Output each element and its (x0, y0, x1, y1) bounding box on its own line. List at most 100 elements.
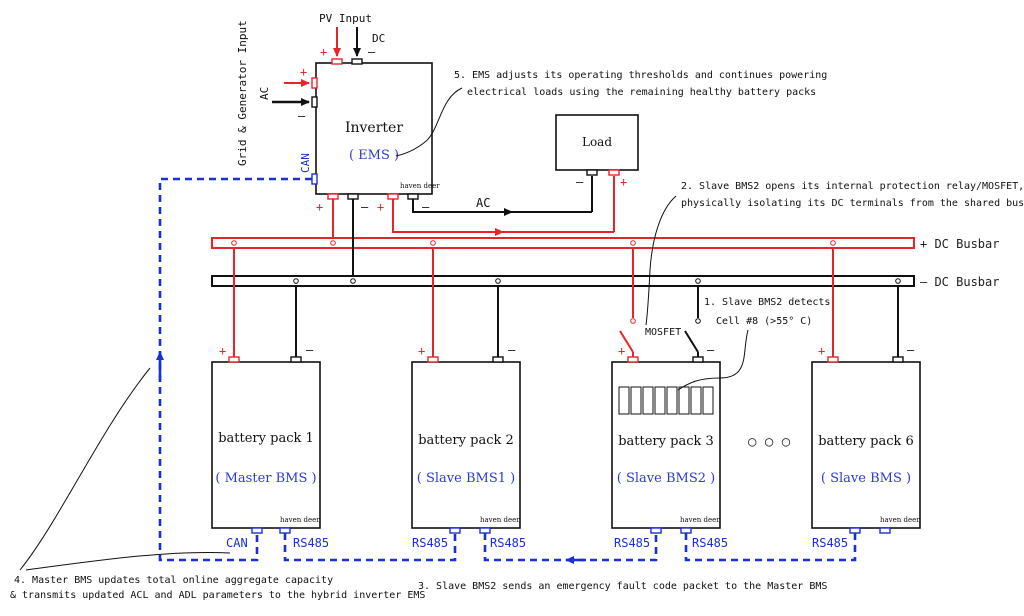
pack-2-rs485-port-b (479, 527, 491, 534)
annotation-4: 4. Master BMS updates total online aggre… (10, 367, 425, 601)
pv-plus-sign: + (320, 45, 327, 59)
inverter-subtitle: ( EMS ) (349, 148, 399, 163)
pack-2-role: ( Slave BMS1 ) (417, 471, 515, 486)
pack-6-port-left-label: RS485 (812, 536, 848, 550)
inverter-brand: haven deer (400, 182, 440, 190)
dc-minus-busbar-label: – DC Busbar (920, 275, 999, 289)
pack-3-plus-sign: + (618, 344, 625, 358)
annotation-4-line2: & transmits updated ACL and ADL paramete… (10, 590, 425, 601)
battery-pack-3: battery pack 3 ( Slave BMS2 ) haven deer… (611, 343, 728, 550)
annotation-1: 1. Slave BMS2 detects Cell #8 (>55° C) (677, 288, 830, 391)
pack-6-name: battery pack 6 (818, 434, 914, 449)
pack-3-role: ( Slave BMS2 ) (617, 471, 715, 486)
pack-3-minus-sign: – (707, 343, 715, 357)
annotation-1-line2: Cell #8 (>55° C) (716, 316, 812, 327)
dc-in-terminal (351, 58, 363, 65)
dc-input-label: DC (372, 32, 385, 45)
annotation-2: 2. Slave BMS2 opens its internal protect… (645, 181, 1024, 326)
relay-minus-switch-open (684, 330, 699, 353)
pack-3-brand: haven deer (680, 516, 720, 524)
pack-3-cells (618, 386, 714, 415)
cell-8 (702, 386, 714, 415)
pack-3-port-left-label: RS485 (614, 536, 650, 550)
annotation-4-leader-a (19, 367, 151, 571)
pack-6-minus-sign: – (907, 343, 915, 357)
cell-1 (618, 386, 630, 415)
can-label-inverter: CAN (299, 153, 312, 173)
pack-1-box (211, 361, 321, 529)
load-minus-sign: – (576, 175, 584, 189)
battery-pack-6: battery pack 6 ( Slave BMS ) haven deer … (811, 343, 921, 550)
ac-minus-sign: – (298, 109, 306, 123)
pack-6-role: ( Slave BMS ) (821, 471, 911, 486)
inv-load-minus-sign: – (422, 200, 430, 214)
pack-2-box (411, 361, 521, 529)
pack-1-port-right-label: RS485 (293, 536, 329, 550)
annotation-2-line1: 2. Slave BMS2 opens its internal protect… (681, 181, 1024, 192)
annotation-2-leader (645, 195, 677, 326)
pack-2-plus-terminal (427, 356, 439, 363)
relay-plus-switch-open (619, 330, 634, 353)
pack-1-plus-terminal (228, 356, 240, 363)
pack-1-brand: haven deer (280, 516, 320, 524)
inv-plus-sign: + (316, 200, 323, 214)
relay-minus-contact-top (695, 318, 701, 324)
pack-2-brand: haven deer (480, 516, 520, 524)
pack-1-name: battery pack 1 (218, 431, 314, 446)
annotation-4-line1: 4. Master BMS updates total online aggre… (14, 575, 333, 586)
inverter: Inverter ( EMS ) haven deer (311, 58, 440, 200)
inv-load-plus-terminal (387, 193, 399, 200)
pack-1-can-port (251, 527, 263, 534)
rs485-link-1-2 (283, 533, 457, 562)
pack-2-port-left-label: RS485 (412, 536, 448, 550)
inv-load-negative-line (412, 199, 513, 216)
battery-pack-1: battery pack 1 ( Master BMS ) haven deer… (211, 343, 329, 550)
dc-minus-busbar (211, 275, 915, 287)
dc-plus-busbar-label: + DC Busbar (920, 237, 999, 251)
mosfet-label: MOSFET (645, 327, 681, 338)
can-bus-line (158, 177, 312, 562)
inv-load-minus-terminal (407, 193, 419, 200)
more-packs-ellipsis: ○ ○ ○ (748, 434, 791, 450)
cell-4 (654, 386, 666, 415)
pack-6-box (811, 361, 921, 529)
pack-3-minus-terminal (692, 356, 704, 363)
rs485-link-3-6 (684, 533, 857, 562)
pack-3-plus-terminal (627, 356, 639, 363)
annotation-3-text: 3. Slave BMS2 sends an emergency fault c… (418, 581, 827, 592)
load-minus-terminal (586, 169, 598, 176)
dc-plus-busbar (211, 237, 915, 249)
load-ac-label: AC (476, 196, 490, 210)
ac-input-label: AC (258, 87, 271, 100)
inverter-box (315, 62, 433, 195)
load-box (555, 114, 639, 171)
pack-2-minus-sign: – (508, 343, 516, 357)
pack-1-role: ( Master BMS ) (215, 471, 316, 486)
annotation-3: 3. Slave BMS2 sends an emergency fault c… (418, 581, 827, 592)
cell-6 (678, 386, 690, 415)
cell-7 (690, 386, 702, 415)
can-terminal (311, 173, 318, 185)
annotation-4-leader-b (25, 551, 231, 571)
annotation-1-line1: 1. Slave BMS2 detects (704, 297, 830, 308)
cell-2 (630, 386, 642, 415)
ac-plus-sign: + (300, 65, 307, 79)
pack-1-minus-terminal (290, 356, 302, 363)
annotation-1-leader (677, 329, 749, 391)
pack-6-rs485-port-a (849, 527, 861, 534)
inv-load-plus-sign: + (377, 200, 384, 214)
load-label: Load (582, 135, 612, 149)
pack-6-rs485-port-b (879, 527, 891, 534)
pack-1-rs485-port (279, 527, 291, 534)
pack-3-port-right-label: RS485 (692, 536, 728, 550)
grid-generator-label: Grid & Generator Input (236, 20, 249, 166)
relay-plus-contact-top (630, 318, 636, 324)
pack-6-plus-terminal (827, 356, 839, 363)
annotation-5: 5. EMS adjusts its operating thresholds … (395, 70, 827, 157)
pv-plus-terminal (331, 58, 343, 65)
pack-3-box (611, 361, 721, 529)
load: Load – + (555, 114, 639, 189)
annotation-2-line2: physically isolating its DC terminals fr… (681, 198, 1024, 209)
pack-6-minus-terminal (892, 356, 904, 363)
